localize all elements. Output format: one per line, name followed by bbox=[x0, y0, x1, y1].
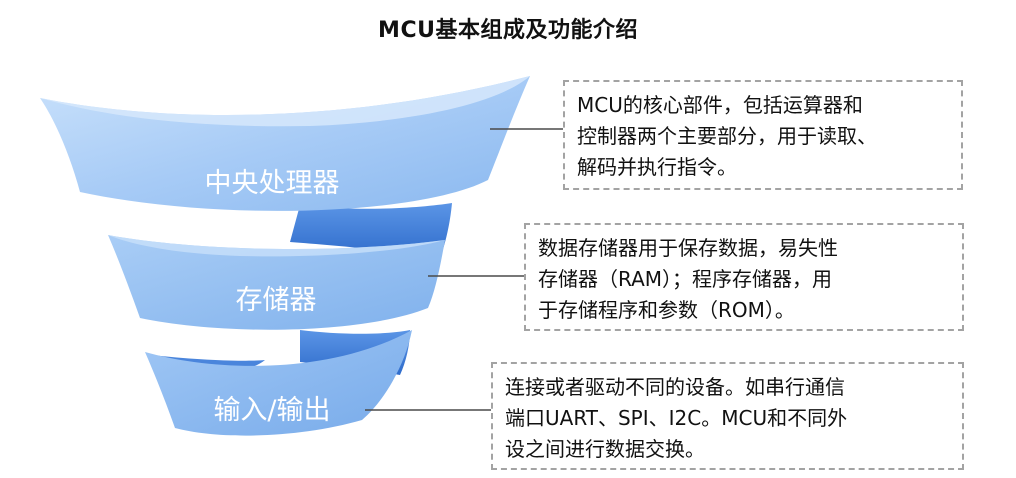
description-box-memory: 数据存储器用于保存数据，易失性 存储器（RAM）；程序存储器，用 于存储程序和参… bbox=[524, 223, 964, 331]
diagram-title: MCU基本组成及功能介绍 bbox=[378, 18, 638, 43]
funnel-band-cpu-rim bbox=[40, 76, 530, 127]
description-box-io: 连接或者驱动不同的设备。如串行通信 端口UART、SPI、I2C。MCU和不同外… bbox=[491, 362, 964, 470]
funnel-band-memory bbox=[108, 235, 445, 330]
level-label-io: 输入/输出 bbox=[213, 395, 330, 426]
level-label-memory: 存储器 bbox=[236, 285, 317, 316]
level-label-cpu: 中央处理器 bbox=[205, 168, 340, 199]
funnel-band-io bbox=[145, 330, 412, 436]
description-box-cpu: MCU的核心部件，包括运算器和 控制器两个主要部分，用于读取、 解码并执行指令。 bbox=[563, 80, 963, 190]
funnel-band-memory-rim bbox=[108, 235, 445, 257]
